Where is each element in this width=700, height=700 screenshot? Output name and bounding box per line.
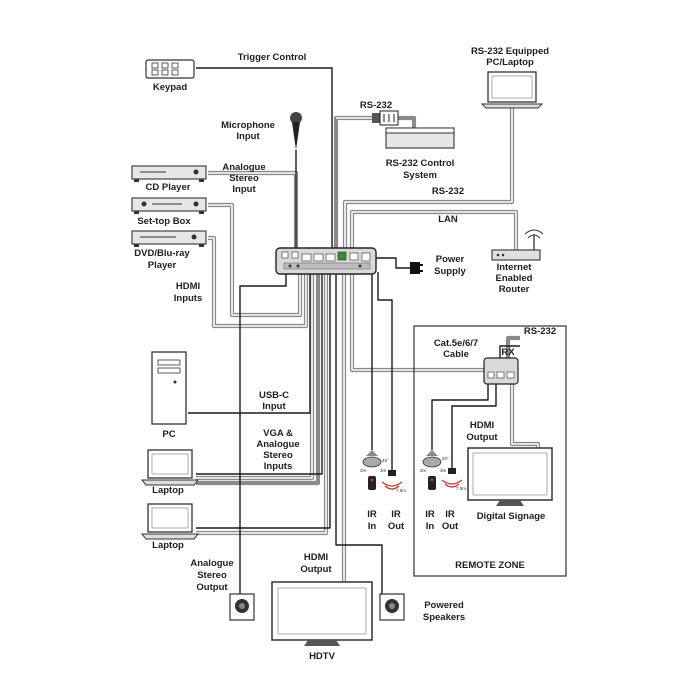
rs232-pc-laptop-device [480, 71, 544, 109]
hdmi-output-label-1: HDMI [304, 552, 328, 563]
vga-label-4: Inputs [264, 461, 293, 472]
usbc-label-2: Input [262, 401, 286, 412]
ir-distance-b-text: 3m [380, 468, 387, 473]
router-label-3: Router [499, 284, 530, 295]
trigger-control-label: Trigger Control [238, 52, 307, 63]
pc-label: PC [162, 429, 175, 440]
rs232-remote-label: RS-232 [524, 326, 556, 337]
ir-in-local-label-1: IR [367, 509, 377, 520]
rs232-control-label-2: System [403, 170, 437, 181]
internet-router-device [491, 229, 544, 261]
digital-signage-label: Digital Signage [477, 511, 546, 522]
pc-tower-device [151, 351, 187, 425]
router-label-1: Internet [497, 262, 533, 273]
analogue-input-label-1: Analogue [222, 162, 265, 173]
power-supply-label-1: Power [436, 254, 465, 265]
rs232-connector-icon [372, 110, 399, 126]
microphone-label-2: Input [236, 131, 260, 142]
ir-in-local-label-2: In [368, 521, 377, 532]
analogue-output-label-1: Analogue [190, 558, 233, 569]
rs232-top-label: RS-232 [360, 100, 392, 111]
vga-label-3: Stereo [263, 450, 293, 461]
powered-speakers-label-2: Speakers [423, 612, 465, 623]
ir-out-remote-label-1: IR [445, 509, 455, 520]
remote-zone-label: REMOTE ZONE [455, 560, 525, 571]
hdmi-output-remote-label-2: Output [466, 432, 498, 443]
router-label-2: Enabled [496, 273, 533, 284]
laptop-2-device [140, 503, 200, 540]
remote-zone-panel [413, 325, 567, 577]
ir-angle-text: 45° [382, 458, 389, 463]
ir-emitter-remote-icon [441, 468, 463, 488]
wires [188, 67, 520, 600]
dvd-label-2: Player [148, 260, 177, 271]
ir-remote-distance-c-text: 7.5m [456, 486, 466, 491]
vga-label-1: VGA & [263, 428, 293, 439]
analogue-input-label-3: Input [232, 184, 256, 195]
hdmi-output-remote-label-1: HDMI [470, 420, 494, 431]
keypad-label: Keypad [153, 82, 188, 93]
ir-out-local-label-2: Out [388, 521, 405, 532]
ir-sensor-ticks-remote: 45° 3m 3m 7.5m [420, 456, 466, 491]
hdtv-label: HDTV [309, 651, 336, 662]
ir-distance-a-text: 3m [360, 468, 367, 473]
laptop-2-label: Laptop [152, 540, 184, 551]
laptop-1-device [140, 449, 200, 486]
cat-cable-label-1: Cat.5e/6/7 [434, 338, 478, 349]
cd-player-device [131, 165, 207, 182]
set-top-box-device [131, 197, 207, 214]
microphone-device [290, 112, 302, 150]
vga-label-2: Analogue [256, 439, 299, 450]
dvd-bluray-player-device [131, 230, 207, 247]
cd-player-label: CD Player [146, 182, 191, 193]
ir-in-remote-label-1: IR [425, 509, 435, 520]
ir-remote-angle-text: 45° [442, 456, 449, 461]
ir-sensor-ticks-local: 45° 3m 3m 7.5m [360, 458, 406, 493]
analogue-output-label-2: Stereo [197, 570, 227, 581]
rs232-pc-label-2: PC/Laptop [486, 57, 534, 68]
rs232-control-label-1: RS-232 Control [386, 158, 455, 169]
hdmi-inputs-label-2: Inputs [174, 293, 203, 304]
dvd-label-1: DVD/Blu-ray [134, 248, 190, 259]
rs232-control-system-device [385, 127, 455, 149]
ir-receiver-local-icon [362, 450, 382, 490]
laptop-1-label: Laptop [152, 485, 184, 496]
hdmi-output-label-2: Output [300, 564, 332, 575]
ir-emitter-local-icon [381, 470, 403, 490]
analogue-input-label-2: Stereo [229, 173, 259, 184]
speaker-left-device [229, 593, 255, 621]
main-switcher-unit [275, 247, 377, 275]
power-supply-label-2: Supply [434, 266, 466, 277]
ir-receiver-remote-icon [422, 450, 442, 490]
digital-signage-display [467, 447, 553, 506]
labels: Trigger Control Keypad Microphone Input … [134, 46, 556, 662]
microphone-label-1: Microphone [221, 120, 275, 131]
analogue-output-label-3: Output [196, 582, 228, 593]
ir-out-local-label-1: IR [391, 509, 401, 520]
ir-remote-distance-a-text: 3m [420, 468, 427, 473]
power-supply-device [410, 262, 423, 274]
rx-label: RX [501, 347, 515, 358]
usbc-label-1: USB-C [259, 390, 289, 401]
rx-receiver-device [483, 357, 519, 385]
powered-speakers-label-1: Powered [424, 600, 464, 611]
ir-distance-c-text: 7.5m [396, 488, 406, 493]
ir-in-remote-label-2: In [426, 521, 435, 532]
ir-remote-distance-b-text: 3m [440, 468, 447, 473]
speaker-right-device [379, 593, 405, 621]
hdtv-display [271, 581, 373, 646]
set-top-box-label: Set-top Box [137, 216, 191, 227]
keypad-device [145, 59, 195, 79]
ir-out-remote-label-2: Out [442, 521, 459, 532]
lan-label: LAN [438, 214, 458, 225]
hdmi-inputs-label-1: HDMI [176, 281, 200, 292]
rs232-mid-label: RS-232 [432, 186, 464, 197]
cat-cable-label-2: Cable [443, 349, 469, 360]
rs232-pc-label-1: RS-232 Equipped [471, 46, 549, 57]
